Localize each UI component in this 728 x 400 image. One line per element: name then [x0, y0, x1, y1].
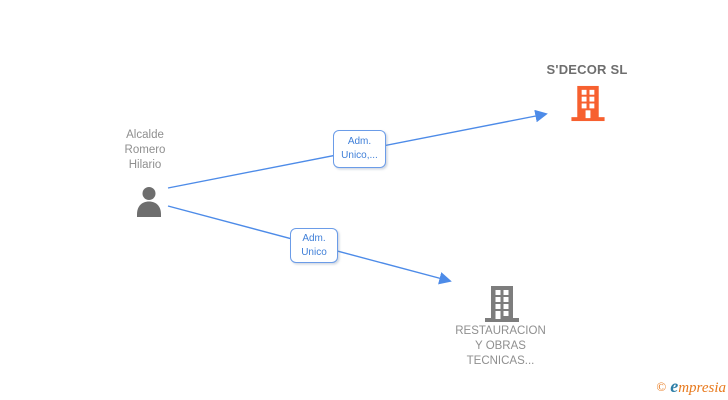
edge-label-adm-unico-1[interactable]: Adm. Unico,...: [333, 130, 386, 168]
company-restauracion-name[interactable]: RESTAURACION Y OBRAS TECNICAS...: [455, 325, 546, 367]
company-sdecor-name[interactable]: S'DECOR SL: [546, 62, 628, 77]
empresia-logo[interactable]: ©empresia: [656, 376, 726, 397]
empresia-logo-initial: e: [670, 376, 679, 396]
empresia-logo-text: mpresia: [678, 380, 726, 396]
edge-label-adm-unico-2[interactable]: Adm. Unico: [290, 228, 338, 263]
copyright-icon: ©: [656, 379, 667, 394]
building-icon-sdecor[interactable]: [568, 84, 608, 128]
person-icon[interactable]: [135, 186, 163, 222]
building-icon-restauracion[interactable]: [482, 284, 522, 329]
person-node-name[interactable]: Alcalde Romero Hilario: [124, 129, 166, 171]
